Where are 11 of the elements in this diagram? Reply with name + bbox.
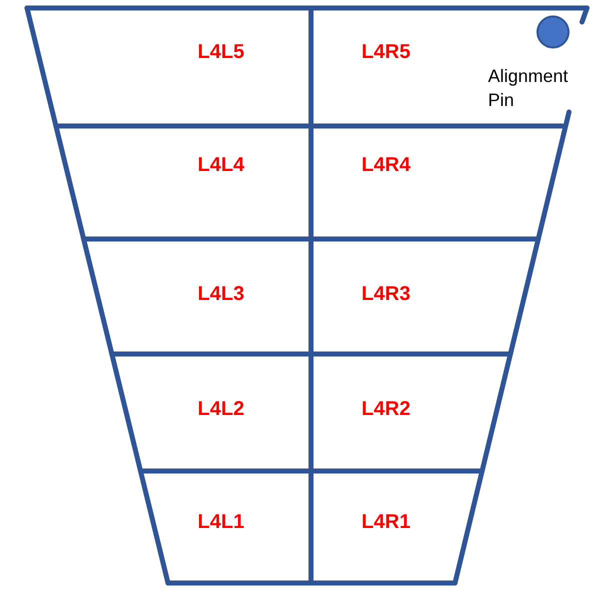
cell-label: L4R4 xyxy=(362,154,410,176)
cell-label: L4R2 xyxy=(362,398,410,420)
cell-label: L4R1 xyxy=(362,510,410,534)
cell-label: L4L1 xyxy=(198,510,244,534)
cell-label: L4L2 xyxy=(198,398,244,420)
cell-label: L4R3 xyxy=(362,282,410,306)
cell-label: L4L5 xyxy=(198,40,244,64)
cell-label: L4L3 xyxy=(198,282,244,306)
pin-caption: Alignment Pin xyxy=(488,65,570,112)
cell-label: L4R5 xyxy=(362,40,410,64)
cell-label: L4L4 xyxy=(198,154,244,176)
